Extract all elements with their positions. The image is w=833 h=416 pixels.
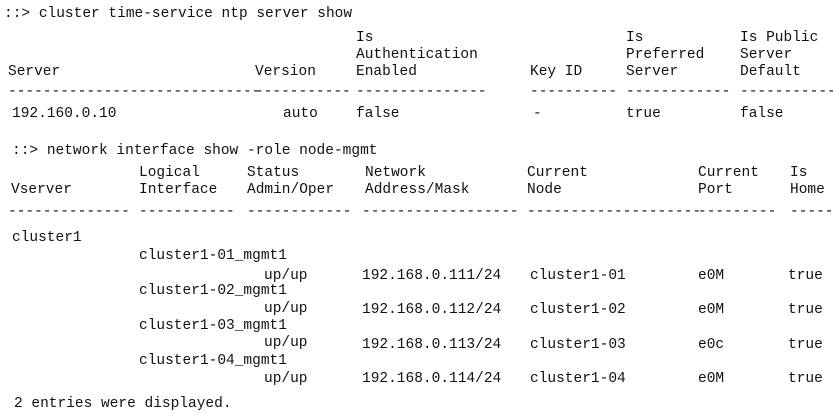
node-cell: cluster1-02: [530, 302, 626, 318]
node-cell: cluster1-04: [530, 371, 626, 387]
command-line-network: ::> network interface show -role node-mg…: [12, 143, 377, 160]
separator-port: ---------: [698, 204, 777, 220]
separator-status: ------------: [247, 204, 352, 220]
header-public-line3: Default: [740, 64, 801, 80]
header-auth-line1: Is: [356, 30, 374, 46]
status-cell: up/up: [264, 301, 308, 317]
port-cell: e0M: [698, 371, 725, 387]
separator-node: --------------------: [527, 204, 702, 220]
address-cell: 192.168.0.113/24: [362, 337, 502, 353]
header-home-line1: Is: [790, 165, 808, 181]
separator-version: -----------: [255, 84, 351, 100]
port-cell: e0M: [698, 302, 725, 318]
separator-public: -----------: [740, 84, 833, 100]
header-node-line2: Node: [527, 182, 562, 198]
separator-home: -----: [790, 204, 833, 220]
node-cell: cluster1-03: [530, 337, 626, 353]
address-cell: 192.168.0.112/24: [362, 302, 502, 318]
header-lif-line2: Interface: [139, 182, 218, 198]
vserver-name: cluster1: [12, 230, 82, 246]
header-node-line1: Current: [527, 165, 588, 181]
header-status-line1: Status: [247, 165, 300, 181]
header-preferred-line1: Is: [626, 30, 644, 46]
status-cell: up/up: [264, 268, 308, 284]
port-cell: e0c: [698, 337, 725, 353]
header-preferred-line2: Preferred: [626, 47, 705, 63]
header-addr-line2: Address/Mask: [365, 182, 470, 198]
separator-keyid: ----------: [530, 84, 618, 100]
header-version: Version: [255, 64, 316, 80]
prompt: ::>: [12, 143, 39, 159]
separator-auth: ---------------: [356, 84, 487, 100]
node-cell: cluster1-01: [530, 268, 626, 284]
lif-name: cluster1-03_mgmt1: [139, 318, 287, 334]
address-cell: 192.168.0.114/24: [362, 371, 502, 387]
cell-keyid: -: [533, 106, 542, 122]
header-public-line2: Server: [740, 47, 793, 63]
header-keyid: Key ID: [530, 64, 583, 80]
home-cell: true: [788, 268, 823, 284]
header-public-line1: Is Public: [740, 30, 819, 46]
header-home-line2: Home: [790, 182, 825, 198]
separator-server: -----------------------------: [8, 84, 261, 100]
header-status-line2: Admin/Oper: [247, 182, 335, 198]
lif-name: cluster1-04_mgmt1: [139, 353, 287, 369]
separator-preferred: ------------: [626, 84, 731, 100]
lif-name: cluster1-01_mgmt1: [139, 248, 287, 264]
header-lif-line1: Logical: [139, 165, 200, 181]
cell-server: 192.160.0.10: [12, 106, 117, 122]
header-addr-line1: Network: [365, 165, 426, 181]
command-text: network interface show -role node-mgmt: [46, 143, 378, 159]
separator-lif: -----------: [139, 204, 235, 220]
cell-public: false: [740, 106, 784, 122]
header-server: Server: [8, 64, 61, 80]
port-cell: e0M: [698, 268, 725, 284]
header-vserver: Vserver: [11, 182, 72, 198]
header-preferred-line3: Server: [626, 64, 679, 80]
status-cell: up/up: [264, 335, 308, 351]
cell-auth: false: [356, 106, 400, 122]
header-port-line1: Current: [698, 165, 759, 181]
home-cell: true: [788, 337, 823, 353]
lif-name: cluster1-02_mgmt1: [139, 283, 287, 299]
cell-preferred: true: [626, 106, 661, 122]
header-auth-line3: Enabled: [356, 64, 417, 80]
home-cell: true: [788, 371, 823, 387]
header-port-line2: Port: [698, 182, 733, 198]
header-auth-line2: Authentication: [356, 47, 478, 63]
status-cell: up/up: [264, 371, 308, 387]
home-cell: true: [788, 302, 823, 318]
prompt: ::>: [4, 6, 31, 22]
command-line-ntp: ::> cluster time-service ntp server show: [4, 6, 352, 23]
cell-version: auto: [283, 106, 318, 122]
command-text: cluster time-service ntp server show: [38, 6, 353, 22]
separator-vserver: --------------: [8, 204, 130, 220]
separator-addr: ------------------: [362, 204, 519, 220]
entries-footer: 2 entries were displayed.: [14, 396, 232, 412]
address-cell: 192.168.0.111/24: [362, 268, 502, 284]
